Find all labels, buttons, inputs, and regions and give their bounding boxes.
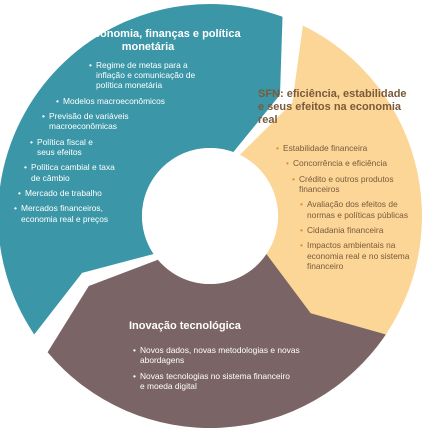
segment-sfn-title: SFN: eficiência, estabilidade e seus efe…: [258, 88, 407, 126]
list-item: Impactos ambientais na economia real e n…: [300, 240, 419, 271]
list-item: Novas tecnologias no sistema financeiro …: [133, 371, 290, 391]
segment-inov: Inovação tecnológica Novos dados, novas …: [129, 320, 309, 396]
list-item: Cidadania financeira: [300, 225, 419, 235]
segment-macro-list: Regime de metas para a inflação e comuni…: [14, 60, 236, 224]
list-item: Avaliação dos efeitos de normas e políti…: [300, 199, 419, 219]
list-item: Estabilidade financeira: [276, 143, 413, 153]
segment-macro: Macroeconomia, finanças e política monet…: [14, 28, 241, 229]
list-item: Modelos macroeconômicos: [56, 96, 173, 106]
list-item: Mercado de trabalho: [18, 188, 135, 198]
center-hole: [142, 148, 278, 284]
list-item: Mercados financeiros, economia real e pr…: [14, 203, 136, 223]
segment-inov-title: Inovação tecnológica: [129, 320, 241, 332]
list-item: Crédito e outros produtos financeiros: [292, 174, 399, 194]
list-item: Regime de metas para a inflação e comuni…: [89, 60, 216, 91]
list-item: Política fiscal e seus efeitos: [30, 137, 112, 157]
list-item: Concorrência e eficiência: [286, 158, 418, 168]
segment-sfn: SFN: eficiência, estabilidade e seus efe…: [258, 88, 418, 276]
list-item: Novos dados, novas metodologias e novas …: [133, 345, 300, 365]
segment-macro-title: Macroeconomia, finanças e política monet…: [55, 28, 241, 53]
segment-inov-list: Novos dados, novas metodologias e novas …: [129, 345, 309, 391]
segment-sfn-list: Estabilidade financeira Concorrência e e…: [258, 143, 418, 271]
list-item: Previsão de variáveis macroeconômicas: [42, 111, 164, 131]
list-item: Política cambial e taxa de câmbio: [24, 162, 116, 182]
